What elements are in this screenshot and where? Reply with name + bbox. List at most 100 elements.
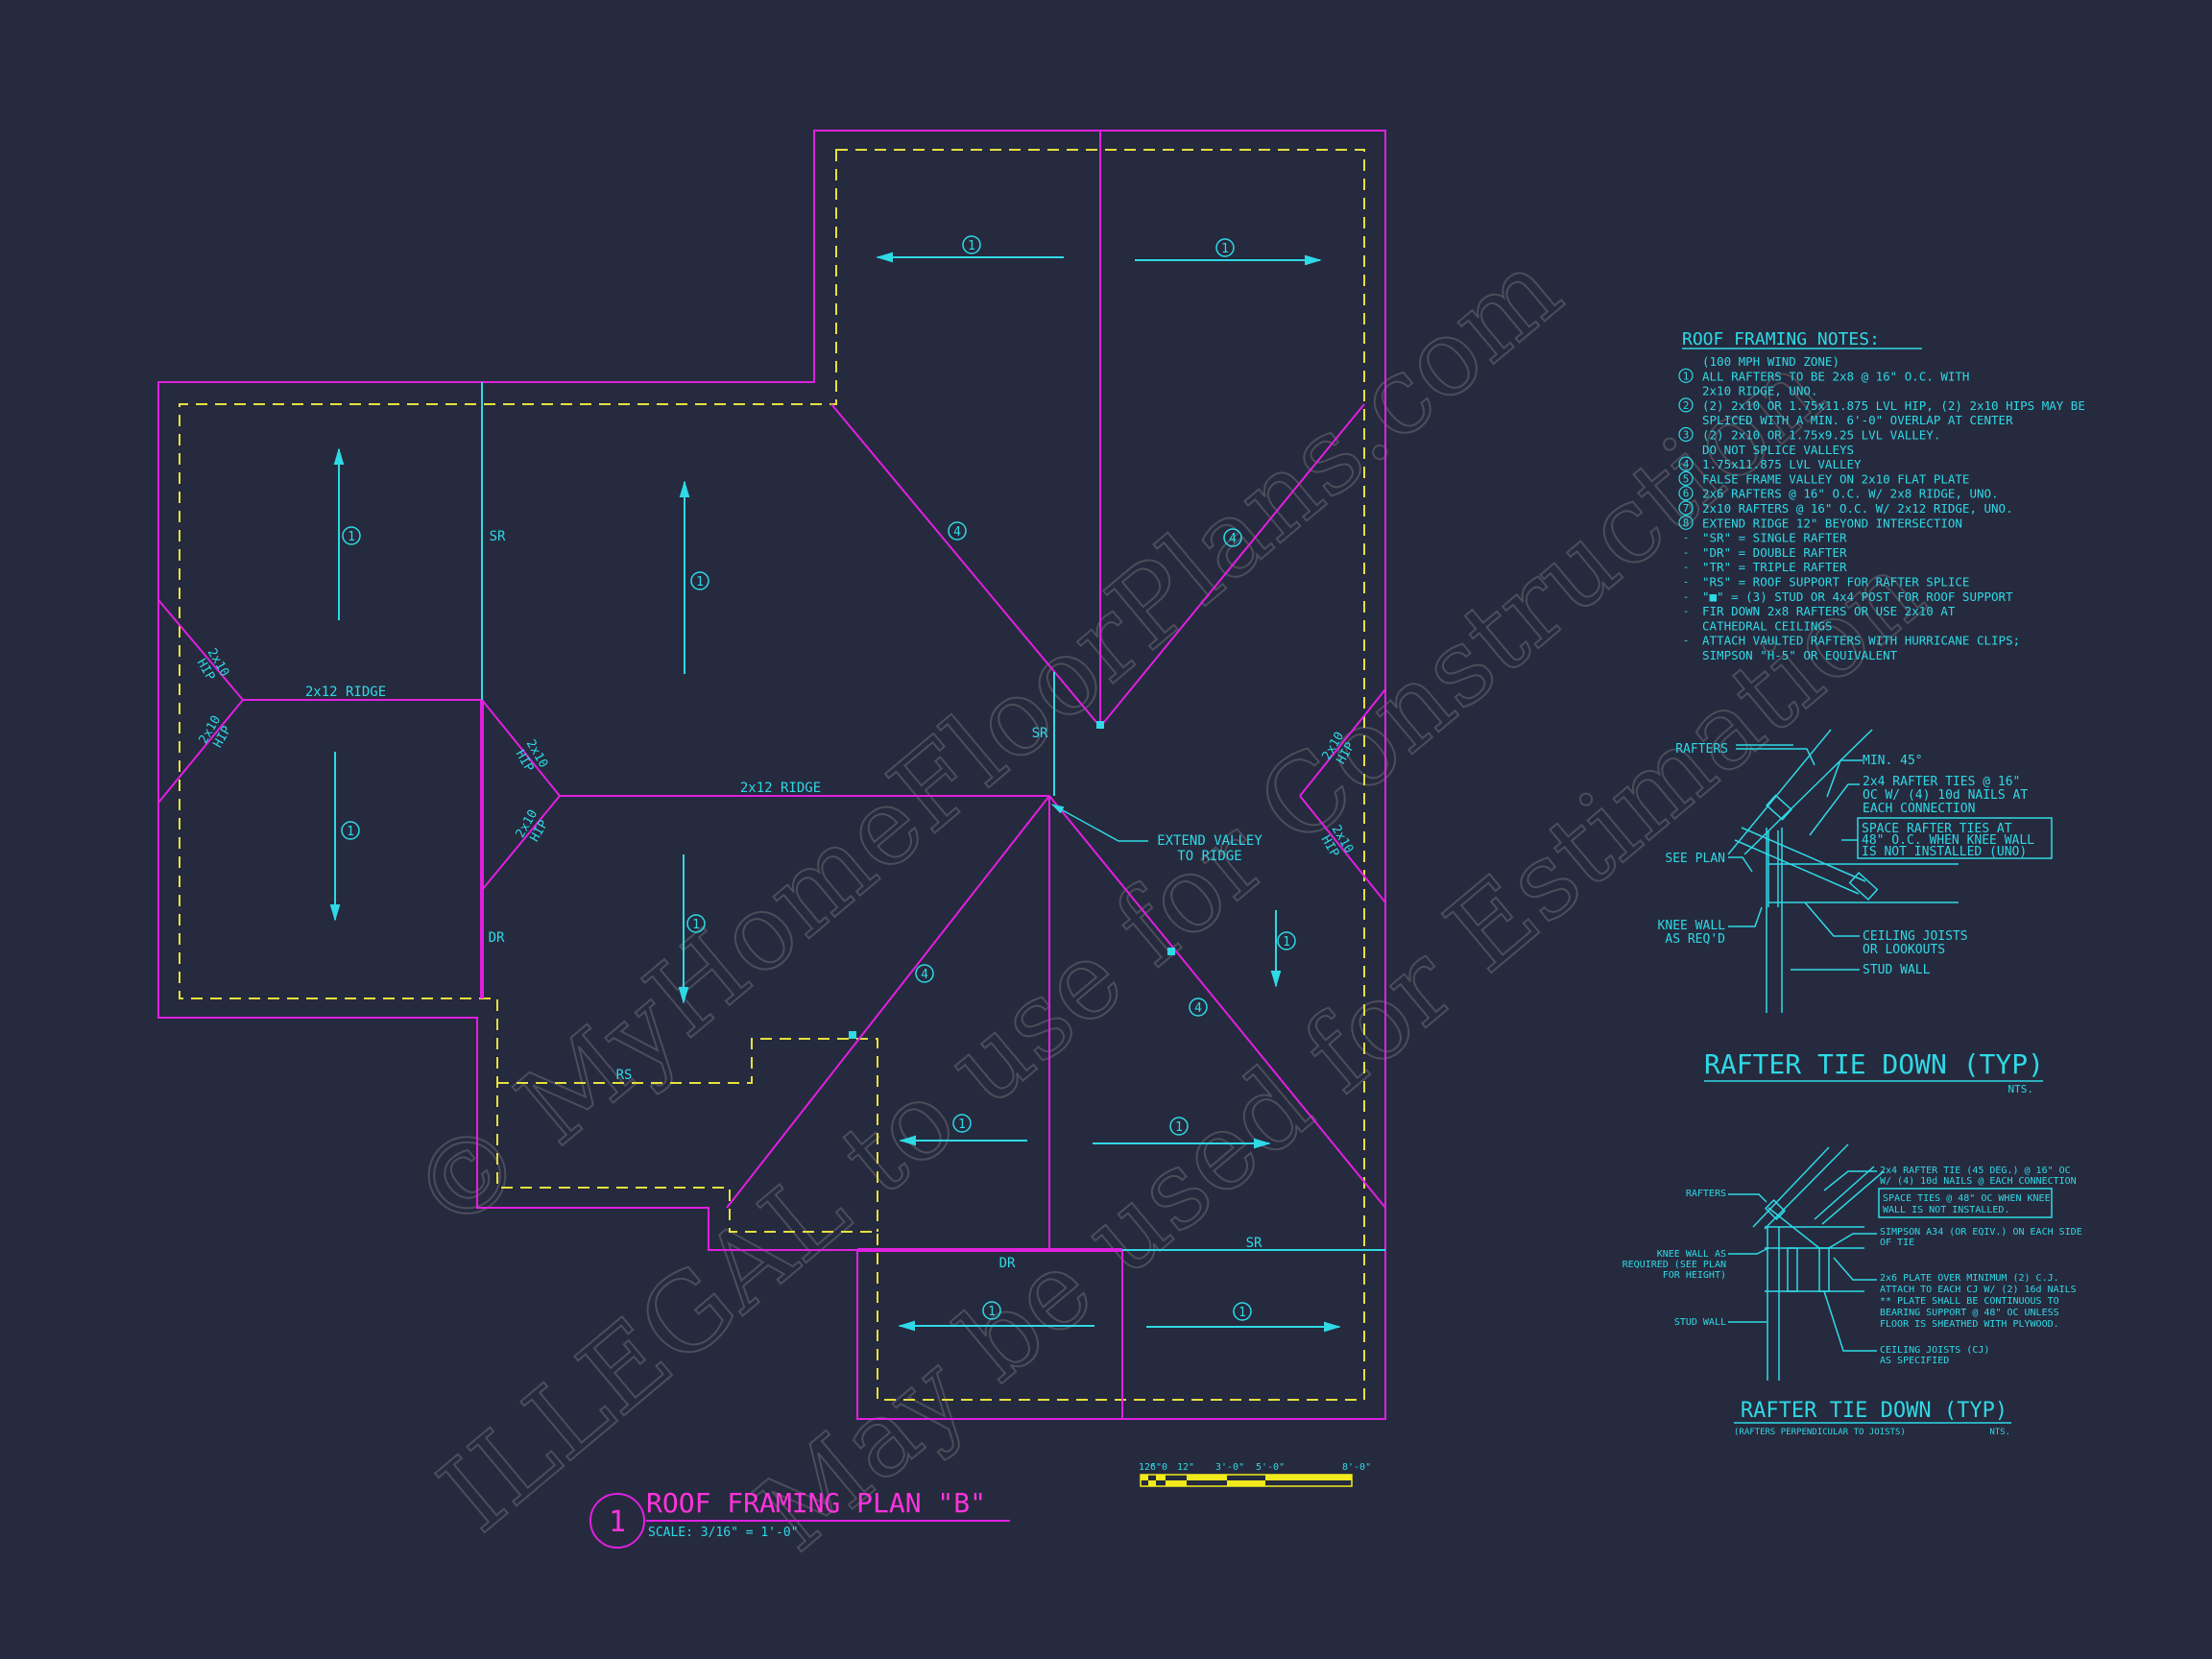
svg-text:W/ (4) 10d NAILS @ EACH CONNEC: W/ (4) 10d NAILS @ EACH CONNECTION xyxy=(1880,1176,2077,1187)
notes-title: ROOF FRAMING NOTES: xyxy=(1682,329,1880,349)
svg-text:(100 MPH WIND ZONE): (100 MPH WIND ZONE) xyxy=(1702,354,1839,369)
svg-text:4: 4 xyxy=(953,525,961,540)
svg-text:1: 1 xyxy=(968,239,975,253)
svg-text:SPLICED WITH A MIN. 6'-0" OVER: SPLICED WITH A MIN. 6'-0" OVERLAP AT CEN… xyxy=(1702,413,2013,427)
svg-text:FIR DOWN 2x8 RAFTERS OR USE 2x: FIR DOWN 2x8 RAFTERS OR USE 2x10 AT xyxy=(1702,604,1956,618)
note-line: SIMPSON "H-5" OR EQUIVALENT xyxy=(1702,648,1898,662)
svg-text:AS SPECIFIED: AS SPECIFIED xyxy=(1880,1356,1949,1366)
svg-text:1: 1 xyxy=(1283,935,1290,950)
svg-text:"RS" = ROOF SUPPORT FOR RAFTER: "RS" = ROOF SUPPORT FOR RAFTER SPLICE xyxy=(1702,575,1969,589)
valley-tag: 4 xyxy=(948,521,967,541)
svg-text:SEE PLAN: SEE PLAN xyxy=(1665,852,1725,866)
svg-text:"■" = (3) STUD OR 4x4 POST FOR: "■" = (3) STUD OR 4x4 POST FOR ROOF SUPP… xyxy=(1702,589,2013,604)
svg-text:OR LOOKOUTS: OR LOOKOUTS xyxy=(1863,943,1945,957)
svg-text:1: 1 xyxy=(1175,1120,1183,1135)
valley-tag: 4 xyxy=(1189,998,1208,1017)
note-line: 3(2) 2x10 OR 1.75x9.25 LVL VALLEY. xyxy=(1678,426,1940,443)
wall-line xyxy=(179,149,1365,1401)
svg-text:3: 3 xyxy=(1683,429,1690,442)
svg-text:1: 1 xyxy=(692,918,700,932)
svg-text:OF TIE: OF TIE xyxy=(1880,1238,1914,1248)
svg-text:** PLATE SHALL BE CONTINUOUS T: ** PLATE SHALL BE CONTINUOUS TO xyxy=(1880,1296,2059,1307)
rafter-tag: 1 xyxy=(1233,1302,1252,1321)
sr-label: SR xyxy=(490,529,506,544)
svg-text:48" O.C. WHEN KNEE WALL: 48" O.C. WHEN KNEE WALL xyxy=(1862,833,2034,848)
svg-text:CATHEDRAL CEILINGS: CATHEDRAL CEILINGS xyxy=(1702,618,1832,633)
svg-text:KNEE WALL: KNEE WALL xyxy=(1658,919,1726,933)
plan-scale: SCALE: 3/16" = 1'-0" xyxy=(648,1526,799,1540)
rafter-tag: 1 xyxy=(952,1114,972,1133)
svg-text:-: - xyxy=(1683,576,1690,589)
svg-text:MIN. 45°: MIN. 45° xyxy=(1863,754,1923,768)
ridge-label: 2x12 RIDGE xyxy=(305,685,386,700)
svg-text:1: 1 xyxy=(988,1305,996,1319)
rafter-tie-detail-2: RAFTERS 2x4 RAFTER TIE (45 DEG.) @ 16" O… xyxy=(1623,1143,2082,1437)
svg-text:SIMPSON "H-5" OR EQUIVALENT: SIMPSON "H-5" OR EQUIVALENT xyxy=(1702,648,1898,662)
note-line: -FIR DOWN 2x8 RAFTERS OR USE 2x10 AT xyxy=(1683,604,1956,618)
valley-tag: 4 xyxy=(915,964,934,983)
graphic-scale-bar: 12" 6"0 12" 3'-0" 5'-0" 8'-0" xyxy=(1139,1462,1371,1487)
svg-text:-: - xyxy=(1683,635,1690,647)
svg-text:SPACE RAFTER TIES AT: SPACE RAFTER TIES AT xyxy=(1862,822,2012,836)
roof-framing-notes: ROOF FRAMING NOTES: (100 MPH WIND ZONE)1… xyxy=(1678,329,2085,662)
svg-text:WALL IS NOT INSTALLED.: WALL IS NOT INSTALLED. xyxy=(1883,1205,2009,1215)
svg-text:1: 1 xyxy=(1221,242,1229,256)
rafter-tag: 1 xyxy=(690,571,709,590)
svg-text:ALL RAFTERS TO BE 2x8 @ 16" O.: ALL RAFTERS TO BE 2x8 @ 16" O.C. WITH xyxy=(1702,369,1969,383)
note-line: 1 ALL RAFTERS TO BE 2x8 @ 16" O.C. WITH xyxy=(1678,368,1969,383)
svg-text:OC W/ (4) 10d NAILS AT: OC W/ (4) 10d NAILS AT xyxy=(1863,788,2028,803)
note-line: CATHEDRAL CEILINGS xyxy=(1702,618,1832,633)
detail-number-circle xyxy=(589,1493,645,1549)
svg-text:4: 4 xyxy=(1194,1001,1202,1016)
plan-title-block: 1 ROOF FRAMING PLAN "B" SCALE: 3/16" = 1… xyxy=(589,1487,1010,1549)
svg-text:1: 1 xyxy=(958,1118,966,1132)
svg-text:2x6 RAFTERS @ 16" O.C. W/ 2x8: 2x6 RAFTERS @ 16" O.C. W/ 2x8 RIDGE, UNO… xyxy=(1702,487,1999,501)
detail-number: 1 xyxy=(609,1505,626,1539)
rafter-tag: 1 xyxy=(962,235,981,254)
support-posts xyxy=(849,721,1175,1039)
svg-text:RAFTERS: RAFTERS xyxy=(1675,742,1728,757)
svg-text:6: 6 xyxy=(1683,488,1690,500)
svg-text:EACH CONNECTION: EACH CONNECTION xyxy=(1863,802,1975,816)
svg-text:"SR" = SINGLE RAFTER: "SR" = SINGLE RAFTER xyxy=(1702,531,1847,545)
svg-text:BEARING SUPPORT @ 48" OC UNLES: BEARING SUPPORT @ 48" OC UNLESS xyxy=(1880,1308,2059,1318)
note-line: (100 MPH WIND ZONE) xyxy=(1702,354,1839,369)
svg-text:IS NOT INSTALLED (UNO): IS NOT INSTALLED (UNO) xyxy=(1862,845,2027,859)
svg-text:2x10 RIDGE, UNO.: 2x10 RIDGE, UNO. xyxy=(1702,384,1817,398)
svg-text:4: 4 xyxy=(1683,458,1690,470)
svg-text:1: 1 xyxy=(1238,1306,1246,1320)
svg-text:(2) 2x10 OR 1.75x11.875 LVL HI: (2) 2x10 OR 1.75x11.875 LVL HIP, (2) 2x1… xyxy=(1702,398,2085,413)
svg-text:"TR" = TRIPLE RAFTER: "TR" = TRIPLE RAFTER xyxy=(1702,560,1847,574)
ridge-label: 2x12 RIDGE xyxy=(740,781,821,796)
svg-text:12": 12" xyxy=(1177,1462,1194,1473)
svg-text:2x4 RAFTER TIE (45 DEG.) @ 16": 2x4 RAFTER TIE (45 DEG.) @ 16" OC xyxy=(1880,1166,2071,1176)
note-line: -"■" = (3) STUD OR 4x4 POST FOR ROOF SUP… xyxy=(1683,589,2013,604)
svg-text:1: 1 xyxy=(1683,370,1690,382)
note-line: -"TR" = TRIPLE RAFTER xyxy=(1683,560,1847,574)
svg-text:1: 1 xyxy=(347,825,354,839)
note-line: -"SR" = SINGLE RAFTER xyxy=(1683,531,1847,545)
svg-text:7: 7 xyxy=(1683,502,1690,515)
svg-text:STUD WALL: STUD WALL xyxy=(1674,1317,1726,1328)
sr-label: SR xyxy=(1032,726,1048,741)
note-line: 2x10 RIDGE, UNO. xyxy=(1702,384,1817,398)
watermark-line-2: ILLEGAL to use for Construction xyxy=(417,328,1846,1555)
svg-text:SIMPSON A34 (OR EQIV.) ON EACH: SIMPSON A34 (OR EQIV.) ON EACH SIDE xyxy=(1880,1227,2082,1238)
svg-text:TO RIDGE: TO RIDGE xyxy=(1177,849,1241,864)
svg-text:2x6 PLATE OVER MINIMUM (2) C.J: 2x6 PLATE OVER MINIMUM (2) C.J. xyxy=(1880,1273,2059,1284)
plan-title: ROOF FRAMING PLAN "B" xyxy=(646,1487,986,1519)
svg-text:1: 1 xyxy=(696,575,704,589)
rafter-tag: 1 xyxy=(982,1301,1001,1320)
sr-label: SR xyxy=(1246,1236,1262,1251)
svg-text:(RAFTERS PERPENDICULAR TO JOIS: (RAFTERS PERPENDICULAR TO JOISTS) xyxy=(1734,1428,1906,1437)
rafter-tag: 1 xyxy=(686,914,706,933)
svg-text:REQUIRED (SEE PLAN: REQUIRED (SEE PLAN xyxy=(1623,1260,1726,1270)
hip-label: 2x10 HIP xyxy=(514,807,552,845)
rafter-tag: 1 xyxy=(1215,238,1235,257)
svg-text:2: 2 xyxy=(1683,399,1690,412)
wall-line-notch xyxy=(497,1038,878,1232)
rafter-tag: 1 xyxy=(1277,931,1296,950)
